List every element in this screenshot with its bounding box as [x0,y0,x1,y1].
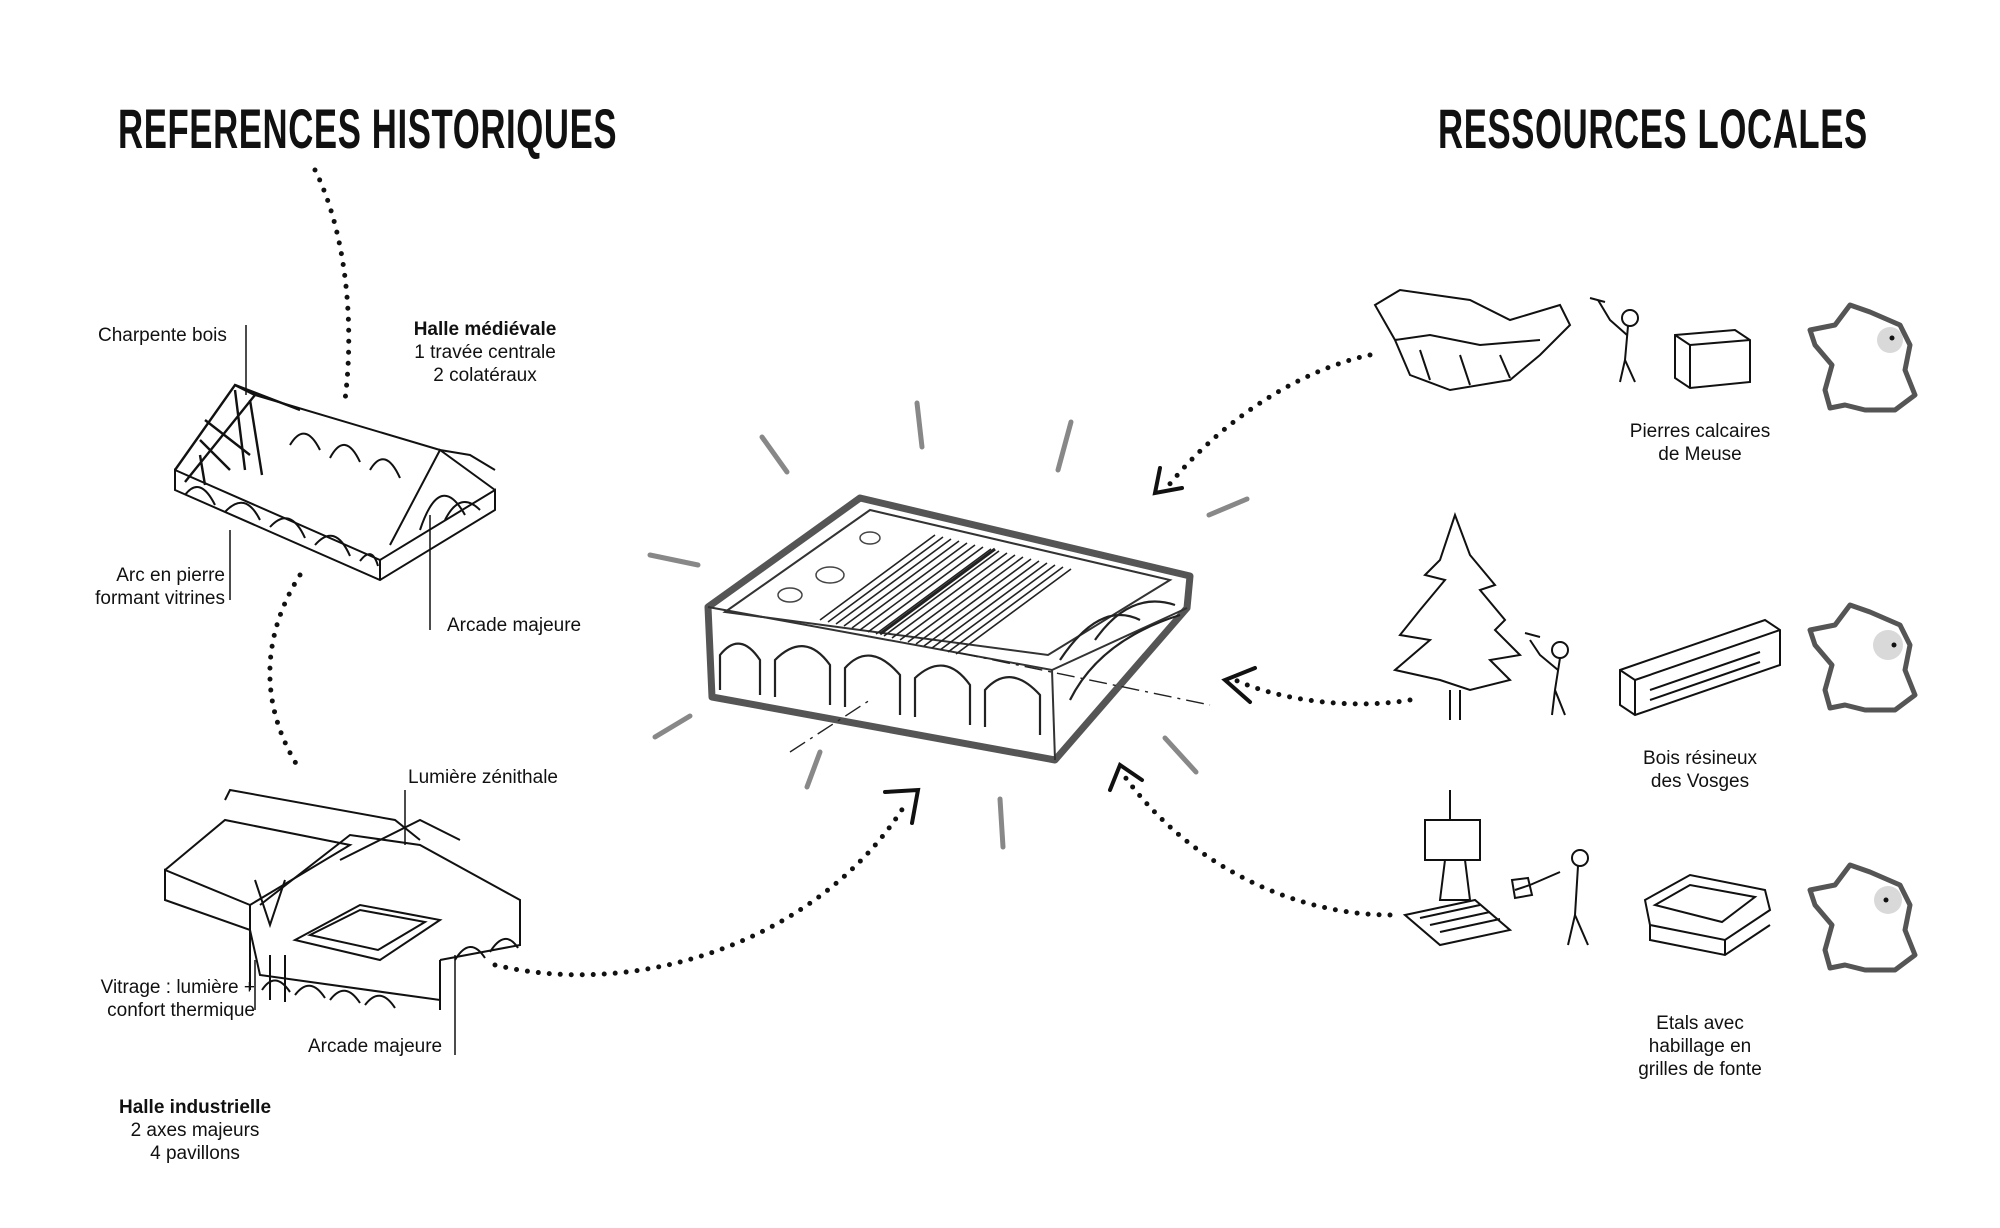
iron-resource-sketch [1402,790,1772,957]
stone-caption-line1: Pierres calcaires [1629,421,1771,442]
iron-caption-line3: grilles de fonte [1638,1059,1762,1080]
medieval-hall-line1: 1 travée centrale [414,342,556,363]
timber-roof-slats [819,534,1072,655]
medieval-hall-sketch [174,383,496,582]
front-arcade [718,642,1042,735]
wood-caption-line1: Bois résineux [1642,748,1758,769]
france-maps [1807,302,1918,973]
stone-resource-sketch [1373,288,1751,392]
label-arc-line1: Arc en pierre [116,565,225,586]
connector-medieval-to-industrial [267,572,303,773]
central-market-hall-sketch [647,400,1250,850]
heading-local-resources: RESSOURCES LOCALES [1438,97,1868,160]
label-arc-line2: formant vitrines [95,588,225,609]
arrowhead-industrial-icon [883,787,921,825]
medieval-hall-title: Halle médiévale [413,319,557,340]
label-charpente-bois: Charpente bois [98,325,227,346]
medieval-hall-line2: 2 colatéraux [433,365,537,386]
arrowheads [883,466,1257,825]
connector-heading-to-medieval [312,167,352,403]
label-lumiere-zenithale: Lumière zénithale [408,767,558,788]
industrial-hall-line1: 2 axes majeurs [130,1120,260,1141]
medieval-hall-caption: Halle médiévale 1 travée centrale 2 cola… [395,318,575,387]
label-arcade-majeure-medieval: Arcade majeure [447,615,582,636]
stone-caption-line2: de Meuse [1658,444,1742,465]
label-arcade-majeure-industrial: Arcade majeure [308,1036,443,1057]
industrial-hall-sketch [164,788,521,1010]
france-map-icon [1807,602,1918,713]
wood-caption: Bois résineux des Vosges [1600,747,1800,793]
arrowhead-wood-icon [1221,666,1257,704]
wood-caption-line2: des Vosges [1650,771,1750,792]
heading-historical-references: REFERENCES HISTORIQUES [118,97,618,160]
industrial-hall-caption: Halle industrielle 2 axes majeurs 4 pavi… [105,1096,285,1165]
leader-lines [229,325,456,1055]
wood-resource-sketch [1392,512,1781,720]
radiating-lines [647,400,1250,850]
iron-caption-line1: Etals avec [1656,1013,1744,1034]
stone-caption: Pierres calcaires de Meuse [1600,420,1800,466]
connector-wood-to-center [1232,677,1413,707]
france-map-icon [1807,302,1918,413]
dotted-connectors [267,167,1413,978]
connector-stone-to-center [1162,352,1373,493]
connector-industrial-to-center [492,802,908,978]
france-map-icon [1807,862,1918,973]
label-vitrage-line1: Vitrage : lumière + [100,977,255,998]
industrial-hall-title: Halle industrielle [118,1097,272,1118]
label-vitrage-line2: confort thermique [107,1000,255,1021]
label-arc-en-pierre: Arc en pierre formant vitrines [70,564,225,610]
arrowhead-iron-icon [1108,761,1144,792]
iron-caption: Etals avec habillage en grilles de fonte [1600,1012,1800,1081]
iron-caption-line2: habillage en [1648,1036,1752,1057]
industrial-hall-line2: 4 pavillons [150,1143,240,1164]
arrowhead-stone-icon [1152,466,1184,496]
connector-iron-to-center [1117,767,1393,918]
label-vitrage: Vitrage : lumière + confort thermique [60,976,255,1022]
